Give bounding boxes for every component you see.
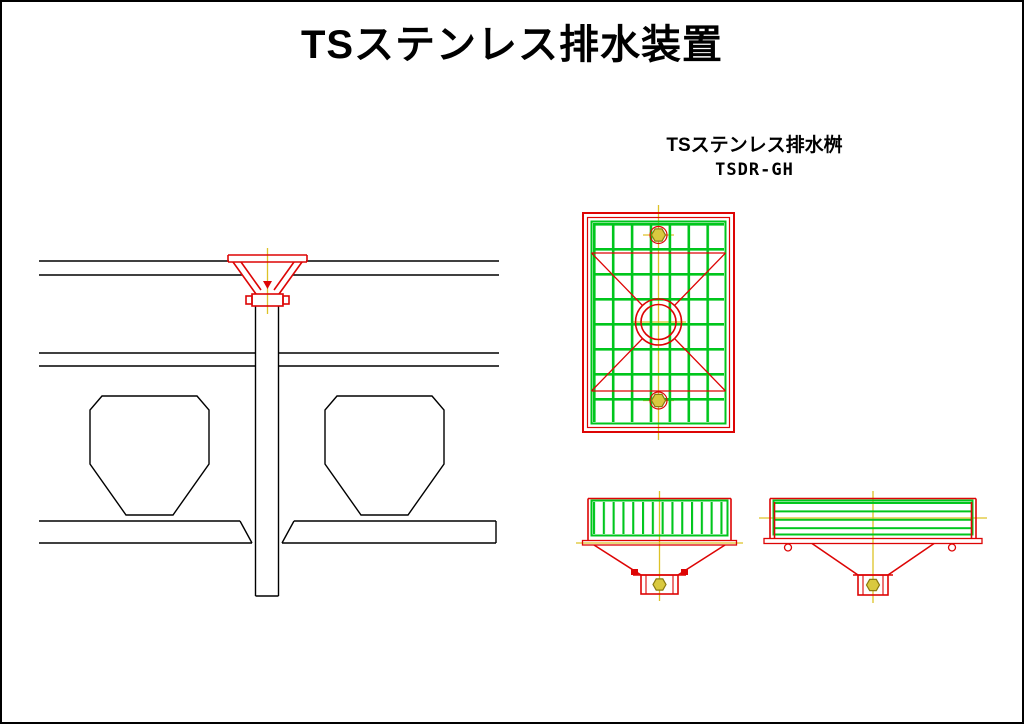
- flange-bolt-side-left: [783, 543, 793, 552]
- outlet-circle-outer: [634, 298, 683, 346]
- part-model-number: TSDR-GH: [715, 159, 794, 180]
- basin-rim-front: [587, 497, 732, 541]
- grating-grid: [593, 223, 724, 422]
- girder-void-right: [324, 395, 445, 516]
- basin-flange-side: [763, 537, 983, 545]
- funnel-lug-right: [681, 569, 688, 575]
- outlet-front: [640, 574, 679, 595]
- plan-view: [582, 205, 735, 440]
- side-elevation-view: [759, 491, 987, 603]
- flange-bolt-right: [282, 295, 290, 305]
- cross-section-view: [39, 248, 499, 597]
- drawing-title: TSステンレス排水装置: [300, 23, 724, 67]
- grating-border: [590, 220, 727, 425]
- girder-soffit-lines: [39, 520, 497, 544]
- girder-void-left: [89, 395, 210, 516]
- outlet-circle-inner: [640, 303, 677, 341]
- grate-frame-side: [772, 499, 974, 536]
- outlet-side: [857, 574, 889, 596]
- bolt-ring-bottom: [649, 391, 668, 410]
- basin-flange-front: [581, 539, 738, 546]
- outlet-walls-side: [862, 575, 884, 595]
- hex-bolt-bottom: [650, 393, 667, 408]
- grate-bars-front: [593, 502, 726, 534]
- deck-surface-lines: [39, 260, 499, 276]
- funnel-lug-left: [631, 569, 638, 575]
- grate-frame-front: [590, 499, 729, 537]
- funnel-rim: [227, 254, 308, 263]
- flange-bolt-side-right: [947, 543, 957, 552]
- bolt-ring-top: [649, 225, 668, 245]
- grate-bars-side: [775, 502, 971, 533]
- funnel-walls: [232, 261, 303, 295]
- part-label: TSステンレス排水桝 TSDR-GH: [647, 133, 862, 182]
- front-elevation-view: [576, 491, 743, 601]
- drain-funnel-section: [227, 248, 308, 314]
- part-name: TSステンレス排水桝: [666, 135, 843, 156]
- basin-rim-side: [769, 497, 977, 539]
- outlet-walls-front: [645, 575, 674, 594]
- basin-inner-frame: [586, 216, 731, 429]
- girder-top-lines: [39, 352, 499, 367]
- hopper-opening-lines: [591, 252, 726, 392]
- hex-bolt-side: [865, 578, 881, 592]
- hex-bolt-front: [652, 578, 667, 591]
- basin-outer-frame: [582, 212, 735, 433]
- hex-bolt-top: [650, 228, 667, 242]
- hopper-diagonals: [591, 252, 726, 392]
- flange-bolt-left: [245, 295, 253, 305]
- drain-pipe: [254, 306, 280, 597]
- low-point-marker: [263, 281, 272, 289]
